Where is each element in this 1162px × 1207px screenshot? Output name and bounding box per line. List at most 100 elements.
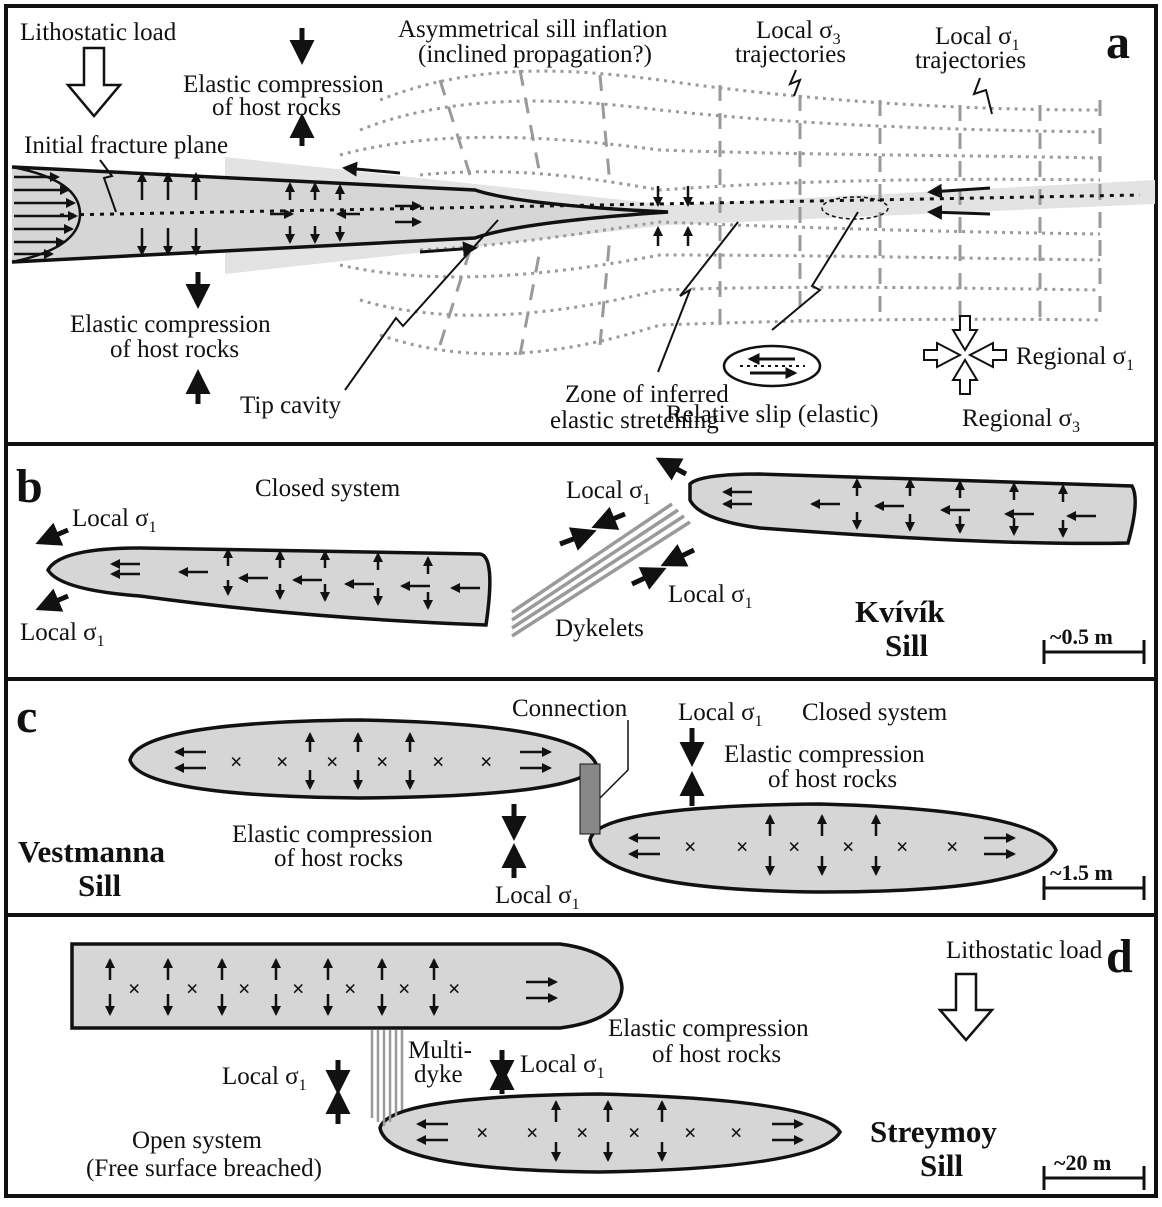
local-sigma1-label-c-2: Local σ1 xyxy=(495,882,580,913)
asymmetrical-label-2: (inclined propagation?) xyxy=(418,41,652,68)
relative-slip-label: Relative slip (elastic) xyxy=(666,401,878,428)
asymmetrical-label-1: Asymmetrical sill inflation xyxy=(398,16,668,43)
local-sigma1-label-d-left: Local σ1 xyxy=(222,1063,307,1094)
svg-text:×: × xyxy=(326,749,339,774)
leader-slip xyxy=(772,212,858,330)
regional-sigma1-label: Regional σ1 xyxy=(1016,343,1134,374)
panel-a: Lithostatic load Elastic compression of … xyxy=(12,16,1155,436)
lithostatic-load-arrow-icon xyxy=(68,48,120,116)
local-sigma1-label-b-4: Local σ1 xyxy=(668,581,753,612)
panel-letter-c: c xyxy=(16,690,37,743)
local-sigma1-label-b-1: Local σ1 xyxy=(566,477,651,508)
elastic-compression-top-2: of host rocks xyxy=(212,94,341,121)
regional-sigma3-label: Regional σ3 xyxy=(962,405,1080,436)
svg-text:×: × xyxy=(526,1120,539,1145)
local-sigma1-label-b-2: Local σ1 xyxy=(72,505,157,536)
svg-text:×: × xyxy=(684,1120,697,1145)
svg-text:×: × xyxy=(736,834,749,859)
scale-label-b: ~0.5 m xyxy=(1050,624,1113,649)
local-sigma1-label-b-3: Local σ1 xyxy=(20,619,105,650)
sill-name-c-2: Sill xyxy=(78,868,121,903)
elastic-compression-bottom-2: of host rocks xyxy=(110,336,239,363)
svg-text:×: × xyxy=(788,834,801,859)
local-sigma1-label-c-1: Local σ1 xyxy=(678,699,763,730)
svg-text:×: × xyxy=(432,749,445,774)
connection-label: Connection xyxy=(512,695,628,722)
elastic-compression-c-left-1: Elastic compression xyxy=(232,821,433,848)
panel-letter-a: a xyxy=(1106,16,1130,69)
sigma1-arrow-icon xyxy=(40,596,68,608)
sigma1-arrow-icon xyxy=(40,530,68,542)
elastic-compression-c-left-2: of host rocks xyxy=(274,845,403,872)
local-sigma1-label-d-right: Local σ1 xyxy=(520,1051,605,1082)
svg-text:×: × xyxy=(276,749,289,774)
sill-name-c-1: Vestmanna xyxy=(18,834,165,869)
svg-text:×: × xyxy=(186,976,199,1001)
connection-dyke xyxy=(580,764,600,834)
dykelet-compression-arrow-icon xyxy=(560,532,592,544)
sill-name-d-2: Sill xyxy=(920,1148,963,1183)
sill-b-right xyxy=(690,474,1135,543)
svg-text:×: × xyxy=(628,1120,641,1145)
sill-d-lower xyxy=(380,1094,840,1172)
regional-stress-cross-icon xyxy=(924,316,1006,394)
panel-letter-d: d xyxy=(1106,930,1133,983)
panel-c: c ××× ××× ××× ××× Connection Local xyxy=(16,690,1144,913)
lithostatic-load-arrow-icon xyxy=(940,974,992,1040)
tip-cavity-label: Tip cavity xyxy=(240,392,342,419)
elastic-compression-d-2: of host rocks xyxy=(652,1041,781,1068)
open-system-label-1: Open system xyxy=(132,1127,262,1154)
svg-text:×: × xyxy=(896,834,909,859)
multidyke-label-1: Multi- xyxy=(408,1037,472,1064)
local-sigma3-label-2: trajectories xyxy=(735,41,846,68)
svg-text:×: × xyxy=(230,749,243,774)
svg-text:×: × xyxy=(292,976,305,1001)
elastic-compression-d-1: Elastic compression xyxy=(608,1015,809,1042)
svg-text:×: × xyxy=(448,976,461,1001)
svg-text:×: × xyxy=(376,749,389,774)
closed-system-label-c: Closed system xyxy=(802,699,948,726)
local-sigma1-label-2: trajectories xyxy=(915,47,1026,74)
closed-system-label-b: Closed system xyxy=(255,475,401,502)
initial-fracture-plane-label: Initial fracture plane xyxy=(24,132,228,159)
elastic-compression-bottom-1: Elastic compression xyxy=(70,311,271,338)
sill-name-b-2: Sill xyxy=(885,628,928,663)
svg-text:×: × xyxy=(684,834,697,859)
elastic-compression-c-right-1: Elastic compression xyxy=(724,741,925,768)
dykelet-compression-arrow-icon xyxy=(665,550,694,564)
svg-text:×: × xyxy=(946,834,959,859)
panel-d: d × × × × × × × xyxy=(72,930,1144,1190)
svg-text:×: × xyxy=(128,976,141,1001)
lithostatic-load-label-d: Lithostatic load xyxy=(946,937,1103,964)
multidyke-label-2: dyke xyxy=(414,1061,463,1088)
slip-inset-ellipse xyxy=(724,346,820,386)
scale-label-c: ~1.5 m xyxy=(1050,860,1113,885)
scale-label-d: ~20 m xyxy=(1054,1150,1111,1175)
panel-b: b Closed system xyxy=(16,460,1144,664)
panel-letter-b: b xyxy=(16,460,43,513)
leader-sigma3 xyxy=(790,70,800,96)
sigma1-arrow-icon xyxy=(660,460,686,474)
dykelet-compression-arrow-icon xyxy=(596,514,625,526)
dykelet-compression-arrow-icon xyxy=(632,570,662,584)
leader-connection xyxy=(600,720,628,798)
svg-text:×: × xyxy=(730,1120,743,1145)
sill-name-d-1: Streymoy xyxy=(870,1114,997,1149)
lithostatic-load-label: Lithostatic load xyxy=(20,19,177,46)
svg-text:×: × xyxy=(476,1120,489,1145)
sill-c-upper xyxy=(130,720,596,798)
dykelets-label: Dykelets xyxy=(555,615,644,642)
open-system-label-2: (Free surface breached) xyxy=(86,1155,322,1182)
elastic-compression-c-right-2: of host rocks xyxy=(768,766,897,793)
svg-text:×: × xyxy=(576,1120,589,1145)
svg-text:×: × xyxy=(344,976,357,1001)
sill-name-b-1: Kvívík xyxy=(855,594,945,629)
svg-text:×: × xyxy=(480,749,493,774)
svg-text:×: × xyxy=(842,834,855,859)
multidyke xyxy=(372,1030,402,1126)
svg-text:×: × xyxy=(398,976,411,1001)
leader-zone xyxy=(658,222,738,372)
svg-text:×: × xyxy=(238,976,251,1001)
